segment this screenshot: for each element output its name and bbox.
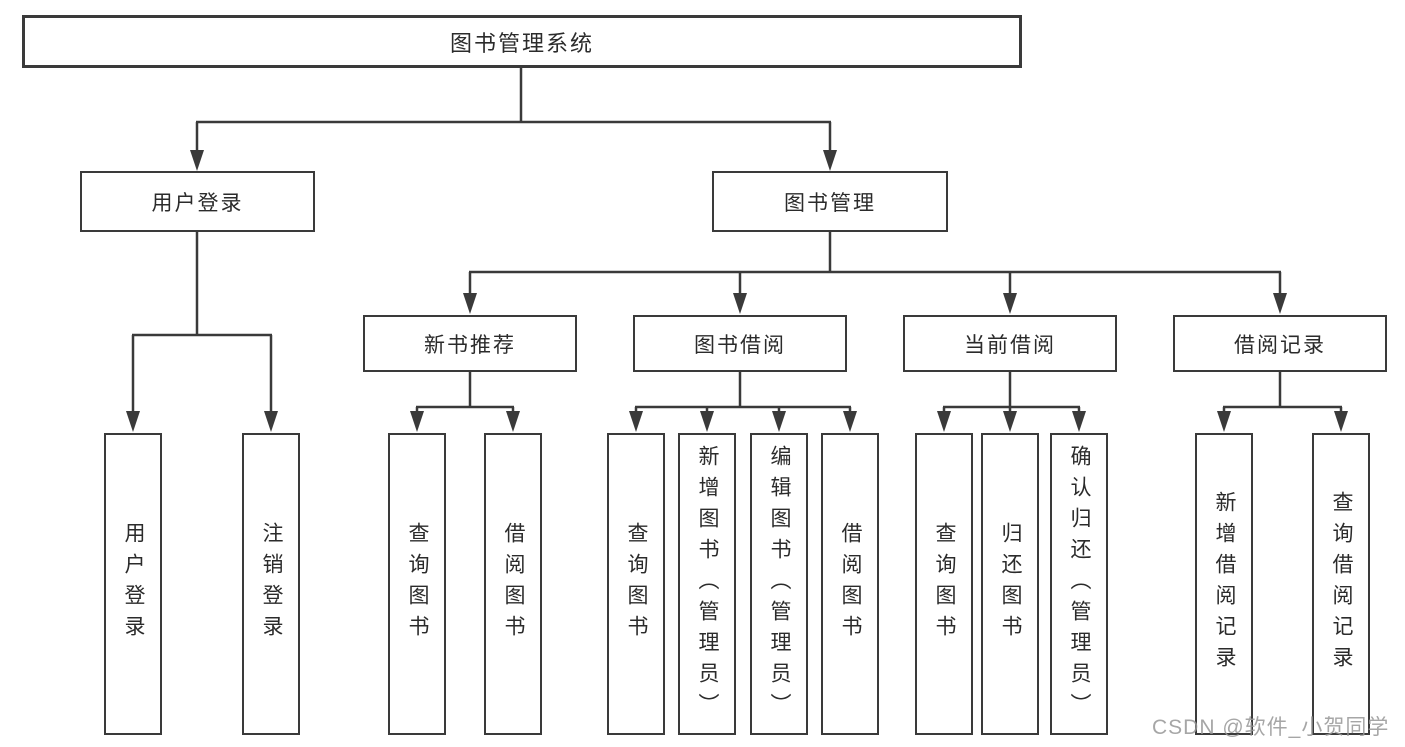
leaf-query-books-current: 查询图书 (915, 433, 973, 735)
leaf-add-books-admin: 新增图书（管理员） (678, 433, 736, 735)
leaf-logout: 注销登录 (242, 433, 300, 735)
leaf-query-books-recommend: 查询图书 (388, 433, 446, 735)
leaf-add-borrow-record: 新增借阅记录 (1195, 433, 1253, 735)
connector-borrow-branch (634, 372, 852, 413)
leaf-query-borrow-record: 查询借阅记录 (1312, 433, 1370, 735)
leaf-user-login: 用户登录 (104, 433, 162, 735)
connector-root-to-level2 (195, 67, 832, 152)
node-user-login-module: 用户登录 (80, 171, 315, 232)
connector-records-branch (1222, 372, 1343, 413)
leaf-borrow-books-recommend: 借阅图书 (484, 433, 542, 735)
csdn-watermark: CSDN @软件_小贺同学 (1152, 716, 1390, 739)
node-new-book-recommend: 新书推荐 (363, 315, 577, 372)
leaf-confirm-return-admin: 确认归还（管理员） (1050, 433, 1108, 735)
node-borrow-records: 借阅记录 (1173, 315, 1387, 372)
leaf-borrow-books: 借阅图书 (821, 433, 879, 735)
node-current-borrow: 当前借阅 (903, 315, 1117, 372)
connector-book-management-branch (468, 232, 1282, 295)
node-book-borrow: 图书借阅 (633, 315, 847, 372)
leaf-edit-books-admin: 编辑图书（管理员） (750, 433, 808, 735)
node-book-management-module: 图书管理 (712, 171, 948, 232)
leaf-return-books: 归还图书 (981, 433, 1039, 735)
connector-new-book-branch (415, 372, 515, 413)
node-root-system: 图书管理系统 (22, 15, 1022, 68)
leaf-query-books-borrow: 查询图书 (607, 433, 665, 735)
connector-user-login-branch (131, 232, 273, 413)
connector-current-borrow-branch (942, 372, 1081, 413)
